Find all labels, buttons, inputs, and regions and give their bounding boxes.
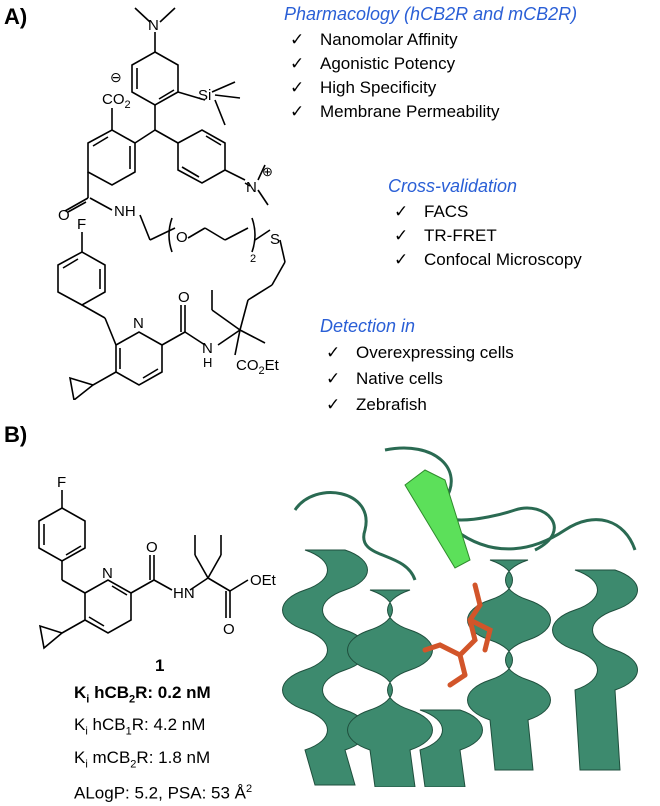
ki-hcb2r: Ki hCB2R: 0.2 nM bbox=[74, 683, 211, 706]
pharmacology-group: Pharmacology (hCB2R and mCB2R) bbox=[284, 4, 577, 25]
amide-h: H bbox=[203, 355, 212, 370]
amide-o-top: O bbox=[58, 207, 70, 224]
check-icon: ✓ bbox=[290, 30, 305, 49]
compound-1-bonds bbox=[38, 490, 249, 650]
panel-a-structure: N Si CO2 ⊖ N ⊕ O NH O 2 S F N O N H CO2E… bbox=[57, 7, 286, 400]
co2et-et: Et bbox=[265, 357, 280, 374]
b-amide-nh: HN bbox=[173, 585, 195, 602]
b-h: H bbox=[173, 585, 184, 602]
s-label: S bbox=[270, 231, 280, 248]
cross-validation-list: ✓FACS ✓TR-FRET ✓Confocal Microscopy bbox=[394, 200, 582, 272]
check-icon: ✓ bbox=[290, 54, 305, 73]
co2et-sub: 2 bbox=[259, 365, 265, 377]
b-f-label: F bbox=[57, 474, 66, 491]
check-icon: ✓ bbox=[326, 343, 341, 362]
b-n: N bbox=[184, 585, 195, 602]
list-item: ✓Overexpressing cells bbox=[326, 340, 514, 366]
check-icon: ✓ bbox=[290, 78, 305, 97]
detection-list: ✓Overexpressing cells ✓Native cells ✓Zeb… bbox=[326, 340, 514, 418]
pharmacology-heading: Pharmacology (hCB2R and mCB2R) bbox=[284, 4, 578, 24]
co2et-co: CO bbox=[236, 357, 259, 374]
protein-helices bbox=[282, 549, 638, 787]
direction-arrow bbox=[404, 469, 471, 569]
check-icon: ✓ bbox=[326, 395, 341, 414]
ki-mcb2r: Ki mCB2R: 1.8 nM bbox=[74, 747, 211, 771]
peg-o: O bbox=[176, 229, 188, 246]
check-icon: ✓ bbox=[394, 226, 409, 245]
panel-b-label: B) bbox=[4, 422, 28, 447]
amide-n: N bbox=[202, 340, 213, 357]
si-label: Si bbox=[198, 87, 211, 104]
check-icon: ✓ bbox=[394, 250, 409, 269]
check-icon: ✓ bbox=[290, 102, 305, 121]
check-icon: ✓ bbox=[326, 369, 341, 388]
minus-charge: ⊖ bbox=[110, 69, 122, 85]
f-label: F bbox=[77, 216, 86, 233]
alogp-psa: ALogP: 5.2, PSA: 53 Å2 bbox=[74, 783, 253, 803]
compound-number: 1 bbox=[155, 656, 165, 675]
list-item: ✓Native cells bbox=[326, 366, 514, 392]
ki-hcb1r: Ki hCB1R: 4.2 nM bbox=[74, 715, 206, 738]
b-pyridine-n: N bbox=[102, 565, 113, 582]
list-item: ✓Confocal Microscopy bbox=[394, 248, 582, 272]
list-item: ✓TR-FRET bbox=[394, 224, 582, 248]
panel-b-structure: F N O HN O OEt bbox=[38, 474, 277, 650]
check-icon: ✓ bbox=[394, 202, 409, 221]
cross-validation-heading: Cross-validation bbox=[388, 176, 518, 196]
list-item: ✓Membrane Permeability bbox=[290, 100, 500, 124]
protein-structure-render bbox=[282, 446, 638, 787]
co2-label: CO2 bbox=[102, 91, 131, 111]
list-item: ✓FACS bbox=[394, 200, 582, 224]
amide-o: O bbox=[178, 289, 190, 306]
co2-sub: 2 bbox=[125, 99, 131, 111]
pharmacology-list: ✓Nanomolar Affinity ✓Agonistic Potency ✓… bbox=[290, 28, 500, 124]
b-oet: OEt bbox=[250, 572, 277, 589]
nh-label: NH bbox=[114, 203, 136, 220]
structure-bonds bbox=[57, 7, 286, 400]
iminium-n: N bbox=[246, 179, 257, 196]
plus-charge: ⊕ bbox=[262, 164, 273, 179]
list-item: ✓Zebrafish bbox=[326, 392, 514, 418]
peg-sub: 2 bbox=[250, 253, 256, 265]
ligand-sticks bbox=[422, 582, 493, 688]
list-item: ✓Agonistic Potency bbox=[290, 52, 500, 76]
pyridine-n: N bbox=[133, 315, 144, 332]
list-item: ✓High Specificity bbox=[290, 76, 500, 100]
nme2-top-n: N bbox=[148, 17, 159, 34]
b-ester-o: O bbox=[223, 621, 235, 638]
b-amide-o: O bbox=[146, 539, 158, 556]
detection-heading: Detection in bbox=[320, 316, 416, 336]
panel-a-label: A) bbox=[4, 4, 28, 29]
co2-co: CO bbox=[102, 91, 125, 108]
list-item: ✓Nanomolar Affinity bbox=[290, 28, 500, 52]
co2et-label: CO2Et bbox=[236, 357, 280, 377]
